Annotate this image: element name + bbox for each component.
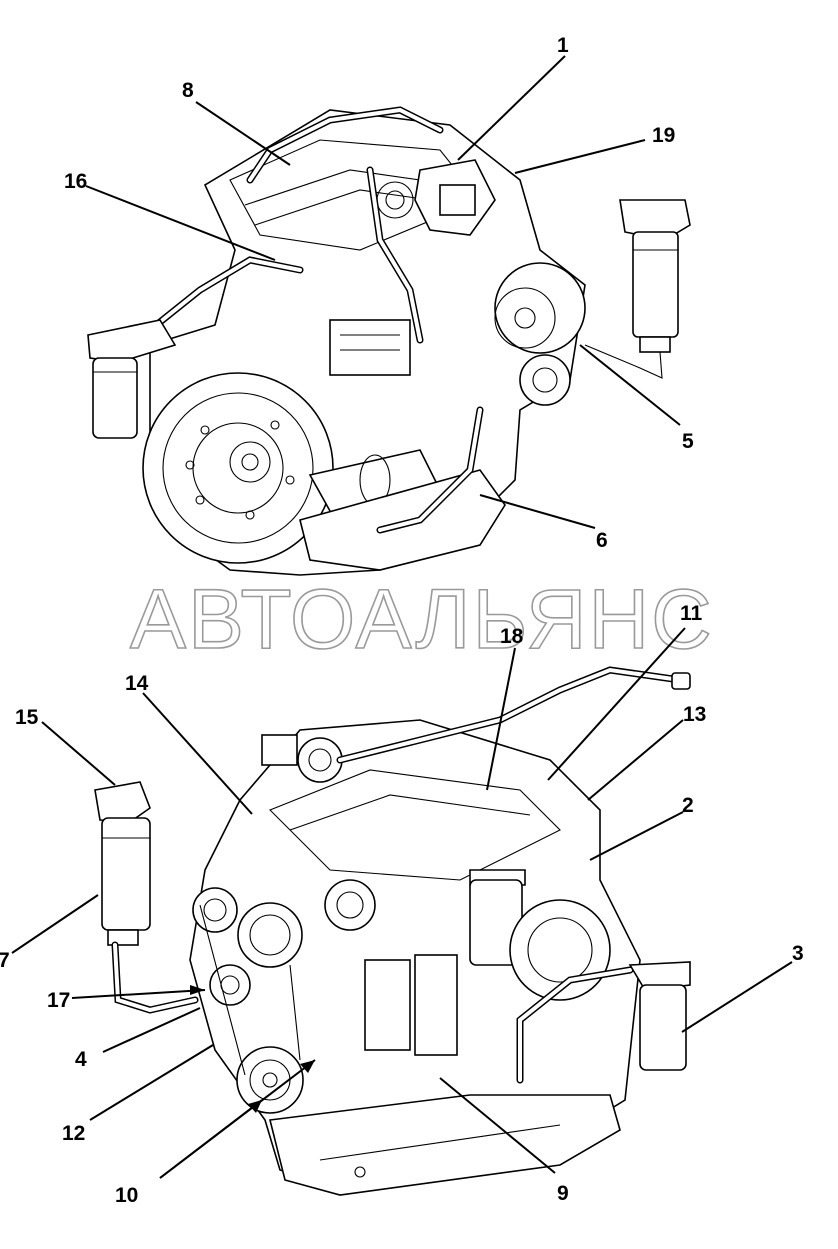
- fuel-filter-bottom-left: [94, 781, 199, 1014]
- callout-11: 11: [680, 602, 703, 625]
- leader-lines: [11, 55, 793, 1179]
- callout-18: 18: [500, 625, 524, 648]
- callout-6: 6: [596, 529, 608, 552]
- callout-7: 7: [0, 949, 10, 972]
- fuel-filter-top: [584, 199, 691, 379]
- callout-19: 19: [652, 124, 675, 147]
- fuel-filter-mid: [469, 869, 526, 966]
- flywheel-housing: [142, 372, 334, 564]
- oil-pan-bottom: [269, 1094, 621, 1196]
- callout-14: 14: [125, 672, 149, 695]
- callout-4: 4: [75, 1048, 87, 1071]
- water-pump-pulley: [237, 902, 303, 968]
- arrowheads: [190, 985, 315, 1113]
- callout-2: 2: [682, 794, 694, 817]
- fuel-pump: [329, 319, 411, 376]
- callout-3: 3: [792, 942, 804, 965]
- oil-filter-right: [628, 961, 691, 1071]
- oil-filter-left: [87, 319, 177, 439]
- callout-10: 10: [115, 1184, 138, 1207]
- watermark: АВТОАЛЬЯНС: [130, 572, 714, 666]
- callout-15: 15: [15, 706, 39, 729]
- callout-1: 1: [557, 34, 569, 57]
- callout-16: 16: [64, 170, 87, 193]
- callouts: 1 19 8 16 5 6 11 18 14 13 15 2 3 7 17 4 …: [0, 34, 804, 1207]
- engine-bottom-view: [189, 666, 691, 1196]
- oil-pan: [299, 469, 506, 571]
- callout-17: 17: [47, 989, 70, 1012]
- callout-9: 9: [557, 1182, 569, 1205]
- callout-5: 5: [682, 430, 694, 453]
- alternator: [494, 262, 586, 354]
- callout-8: 8: [182, 79, 194, 102]
- callout-13: 13: [683, 703, 706, 726]
- ecu-module: [414, 954, 458, 1056]
- callout-12: 12: [62, 1122, 85, 1145]
- crankshaft-pulley: [236, 1046, 304, 1114]
- engine-top-view: [87, 106, 586, 576]
